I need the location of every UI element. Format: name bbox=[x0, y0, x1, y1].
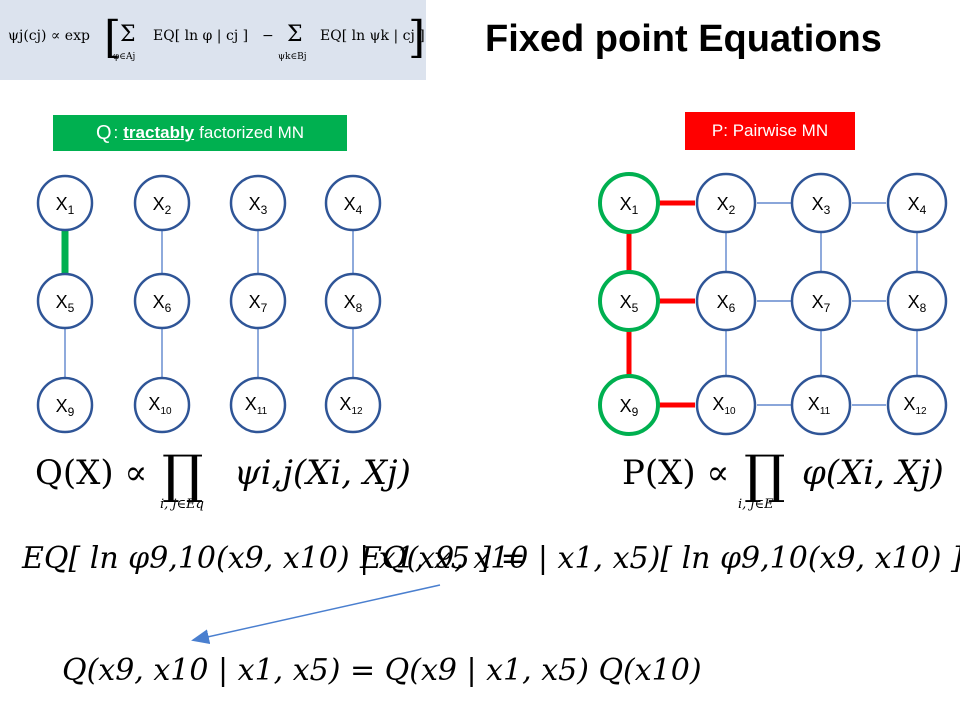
left-graph-edges bbox=[61, 230, 354, 377]
left-node-x11: X11 bbox=[229, 376, 287, 434]
left-node-x3: X3 bbox=[229, 174, 287, 232]
svg-text:X10: X10 bbox=[712, 394, 736, 417]
bracket-open: [ bbox=[104, 12, 122, 63]
svg-text:X8: X8 bbox=[344, 292, 363, 315]
svg-text:X3: X3 bbox=[249, 194, 268, 217]
right-node-x11: X11 bbox=[790, 374, 852, 436]
right-graph-edges bbox=[626, 200, 918, 408]
left-node-x7: X7 bbox=[229, 272, 287, 330]
q-tag-emph: tractably bbox=[123, 123, 195, 142]
q-formula-lhs: Q(X) ∝ bbox=[35, 453, 147, 493]
left-node-x5: X5 bbox=[36, 272, 94, 330]
p-product-formula: P(X) ∝ ∏ φ(Xi, Xj) i, j∈E bbox=[622, 445, 944, 512]
left-node-x6: X6 bbox=[133, 272, 191, 330]
sum-sub-2: ψk∈Bj bbox=[278, 52, 307, 62]
expectation-equation: EQ[ ln φ9,10(x9, x10) | x1, x5 ] = EQ(x9… bbox=[21, 541, 960, 576]
svg-text:X1: X1 bbox=[620, 194, 639, 217]
right-node-x8: X8 bbox=[886, 270, 948, 332]
factorization-equation: Q(x9, x10 | x1, x5) = Q(x9 | x1, x5) Q(x… bbox=[62, 653, 702, 688]
q-formula-sub: i, j∈Eq bbox=[160, 497, 204, 512]
eq1-lhs: EQ[ ln φ9,10(x9, x10) | x1, x5 ] = bbox=[21, 541, 526, 576]
sum-symbol-1: Σ bbox=[120, 22, 136, 47]
left-node-x8: X8 bbox=[324, 272, 382, 330]
sum-sub-1: φ∈Aj bbox=[113, 52, 136, 62]
q-product-formula: Q(X) ∝ ∏ ψi,j(Xi, Xj) i, j∈Eq bbox=[35, 445, 411, 512]
svg-text:X12: X12 bbox=[903, 394, 927, 417]
right-node-x1: X1 bbox=[598, 172, 660, 234]
q-label-tag: Q : tractably factorized MN bbox=[53, 115, 347, 151]
svg-text:X10: X10 bbox=[148, 394, 172, 417]
svg-text:X4: X4 bbox=[344, 194, 363, 217]
right-node-x5: X5 bbox=[598, 270, 660, 332]
page-title: Fixed point Equations bbox=[485, 18, 882, 60]
svg-text:X11: X11 bbox=[245, 394, 268, 417]
left-node-x4: X4 bbox=[324, 174, 382, 232]
svg-text:X9: X9 bbox=[56, 396, 75, 419]
left-node-x2: X2 bbox=[133, 174, 191, 232]
right-node-x2: X2 bbox=[695, 172, 757, 234]
right-node-x9: X9 bbox=[598, 374, 660, 436]
svg-text:X2: X2 bbox=[153, 194, 172, 217]
formula-box: ψj(cj) ∝ exp [ Σ φ∈Aj EQ[ ln φ | cj ] − … bbox=[0, 0, 426, 80]
right-node-x7: X7 bbox=[790, 270, 852, 332]
right-graph-nodes: X1 X2 X3 X4 X5 X6 X7 X8 X9 X10 X11 X12 bbox=[598, 172, 948, 436]
p-formula-prod: ∏ bbox=[744, 445, 785, 505]
right-node-x4: X4 bbox=[886, 172, 948, 234]
formula-term-2: EQ[ ln ψk | cj ] bbox=[320, 28, 425, 44]
formula-lhs: ψj(cj) ∝ exp bbox=[8, 28, 90, 44]
left-node-x12: X12 bbox=[324, 376, 382, 434]
sum-symbol-2: Σ bbox=[287, 22, 303, 47]
q-tag-rest: factorized MN bbox=[199, 123, 305, 142]
eq1-rhs: EQ(x9, x10 | x1, x5)[ ln φ9,10(x9, x10) … bbox=[359, 541, 960, 576]
right-node-x3: X3 bbox=[790, 172, 852, 234]
svg-text:X7: X7 bbox=[812, 292, 831, 315]
svg-text:X5: X5 bbox=[620, 292, 639, 315]
svg-text:X6: X6 bbox=[153, 292, 172, 315]
svg-text:X6: X6 bbox=[717, 292, 736, 315]
left-node-x9: X9 bbox=[36, 376, 94, 434]
formula-minus: − bbox=[262, 28, 274, 44]
p-formula-lhs: P(X) ∝ bbox=[622, 453, 729, 493]
q-tag-sep: : bbox=[113, 123, 119, 142]
q-formula-prod: ∏ bbox=[162, 445, 203, 505]
left-graph-nodes: X1 X2 X3 X4 X5 X6 X7 X8 X9 X10 X11 X12 bbox=[36, 174, 382, 434]
svg-text:X11: X11 bbox=[808, 394, 831, 417]
svg-text:X8: X8 bbox=[908, 292, 927, 315]
svg-text:X7: X7 bbox=[249, 292, 268, 315]
right-node-x10: X10 bbox=[695, 374, 757, 436]
p-formula-rhs: φ(Xi, Xj) bbox=[802, 453, 944, 493]
right-node-x6: X6 bbox=[695, 270, 757, 332]
svg-text:X5: X5 bbox=[56, 292, 75, 315]
svg-text:X9: X9 bbox=[620, 396, 639, 419]
svg-text:X4: X4 bbox=[908, 194, 927, 217]
svg-text:X3: X3 bbox=[812, 194, 831, 217]
left-node-x10: X10 bbox=[133, 376, 191, 434]
left-node-x1: X1 bbox=[36, 174, 94, 232]
q-formula-rhs: ψi,j(Xi, Xj) bbox=[234, 453, 411, 493]
right-node-x12: X12 bbox=[886, 374, 948, 436]
p-formula-sub: i, j∈E bbox=[738, 497, 774, 512]
svg-text:X2: X2 bbox=[717, 194, 736, 217]
arrow-icon bbox=[191, 584, 441, 645]
svg-text:X1: X1 bbox=[56, 194, 75, 217]
p-label-tag: P: Pairwise MN bbox=[685, 112, 855, 150]
bracket-close: ] bbox=[408, 12, 426, 63]
formula-term-1: EQ[ ln φ | cj ] bbox=[153, 28, 249, 44]
q-tag-prefix: Q bbox=[95, 121, 112, 144]
svg-text:X12: X12 bbox=[339, 394, 363, 417]
